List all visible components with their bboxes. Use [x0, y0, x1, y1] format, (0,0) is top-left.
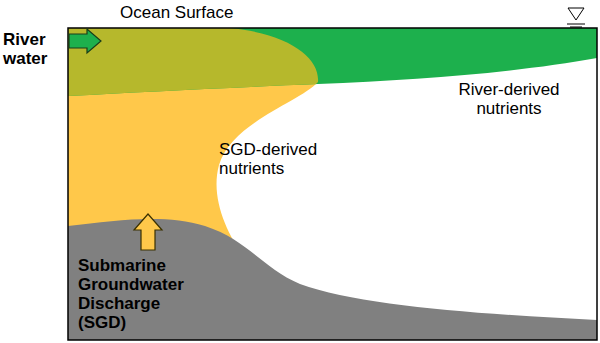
- surface-label: Ocean Surface: [120, 3, 320, 22]
- river-label: River water: [3, 30, 63, 68]
- sgd-nutrient-label: SGD-derived nutrients: [219, 140, 319, 178]
- frame: [68, 28, 597, 340]
- sgd-arrow: [134, 214, 162, 250]
- river-arrow: [69, 29, 101, 53]
- water-level-symbol: [568, 8, 584, 20]
- river-nutrient-label: River-derived nutrients: [438, 80, 580, 118]
- water-level-line: [570, 27, 582, 28]
- water-level-line: [567, 24, 585, 25]
- sgd-label: Submarine Groundwater Discharge (SGD): [78, 256, 196, 332]
